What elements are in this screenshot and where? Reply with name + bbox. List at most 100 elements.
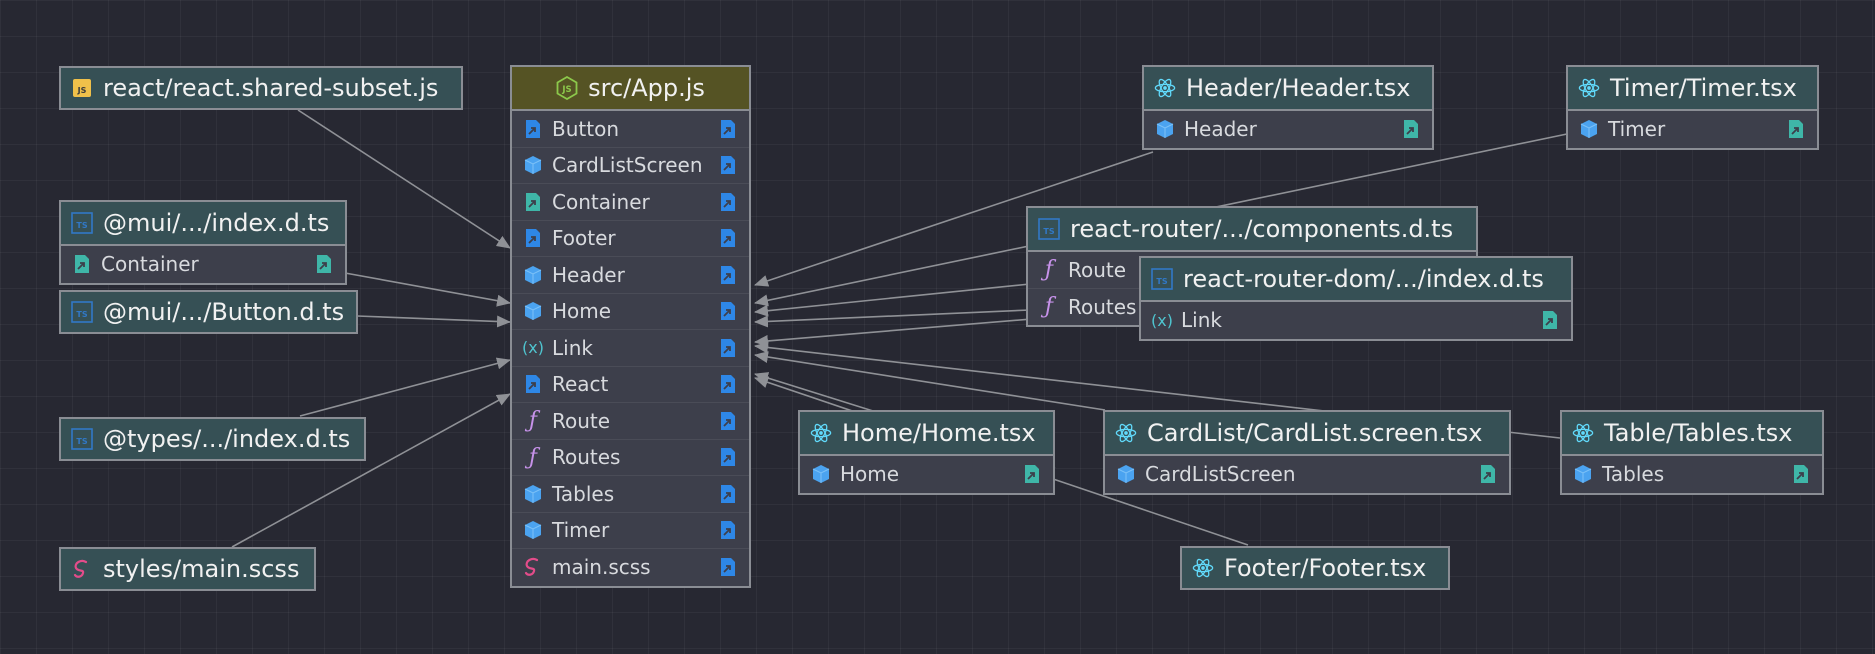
svg-text:TS: TS [1043, 227, 1054, 236]
import-label: Home [552, 299, 612, 324]
node-title: @types/.../index.d.ts [103, 425, 351, 453]
react-icon [1154, 77, 1176, 99]
node-title: @mui/.../index.d.ts [103, 209, 330, 237]
node-react-shared[interactable]: JS react/react.shared-subset.js [59, 66, 463, 110]
import-row[interactable]: React [512, 367, 749, 403]
export-row[interactable]: CardListScreen [1105, 456, 1509, 493]
export-icon [1021, 463, 1043, 485]
node-header[interactable]: Footer/Footer.tsx [1182, 548, 1448, 588]
node-styles-main[interactable]: styles/main.scss [59, 547, 316, 591]
node-title: Table/Tables.tsx [1604, 419, 1793, 447]
node-title: react-router/.../components.d.ts [1070, 215, 1454, 243]
file-import-icon [717, 264, 739, 286]
export-row[interactable]: Timer [1568, 111, 1817, 148]
file-import-icon [717, 410, 739, 432]
export-row[interactable]: Header [1144, 111, 1432, 148]
node-header[interactable]: TS @types/.../index.d.ts [61, 419, 364, 459]
component-icon [1572, 463, 1594, 485]
export-row[interactable]: ƒ Routes [1028, 289, 1476, 326]
node-types-index[interactable]: TS @types/.../index.d.ts [59, 417, 366, 461]
node-header[interactable]: Header/Header.tsx [1144, 67, 1432, 111]
export-label: Home [840, 462, 900, 487]
node-title: styles/main.scss [103, 555, 300, 583]
node-tables-file[interactable]: Table/Tables.tsx Tables [1560, 410, 1824, 495]
file-import-icon [717, 373, 739, 395]
react-icon [810, 422, 832, 444]
import-row[interactable]: Button [512, 111, 749, 148]
file-import-icon [717, 556, 739, 578]
import-label: CardListScreen [552, 153, 703, 178]
node-footer-file[interactable]: Footer/Footer.tsx [1180, 546, 1450, 590]
export-icon [1539, 309, 1561, 331]
node-header[interactable]: TS react-router/.../components.d.ts [1028, 208, 1476, 252]
node-header[interactable]: TS @mui/.../index.d.ts [61, 202, 345, 246]
node-mui-button[interactable]: TS @mui/.../Button.d.ts [59, 290, 358, 334]
node-title: react/react.shared-subset.js [103, 74, 439, 102]
export-icon [313, 253, 335, 275]
react-icon [1578, 77, 1600, 99]
export-label: Link [1181, 308, 1222, 333]
import-label: Container [552, 189, 650, 214]
node-header[interactable]: TS react-router-dom/.../index.d.ts [1141, 258, 1571, 302]
node-header[interactable]: Timer/Timer.tsx [1568, 67, 1817, 111]
import-label: Route [552, 408, 611, 433]
node-header[interactable]: Table/Tables.tsx [1562, 412, 1822, 456]
export-row[interactable]: (x) Link [1141, 302, 1571, 339]
react-icon [1115, 422, 1137, 444]
component-icon [1115, 463, 1137, 485]
node-router-dom[interactable]: TS react-router-dom/.../index.d.ts (x) L… [1139, 256, 1573, 341]
file-import-icon [522, 227, 544, 249]
export-icon [522, 191, 544, 213]
import-row[interactable]: Timer [512, 513, 749, 549]
node-timer-file[interactable]: Timer/Timer.tsx Timer [1566, 65, 1819, 150]
import-label: Header [552, 262, 625, 287]
export-icon [1400, 118, 1422, 140]
node-header[interactable]: JS react/react.shared-subset.js [61, 68, 461, 108]
node-header[interactable]: JS src/App.js [512, 67, 749, 111]
export-row[interactable]: Tables [1562, 456, 1822, 493]
component-icon [522, 264, 544, 286]
node-header[interactable]: styles/main.scss [61, 549, 314, 589]
import-row[interactable]: Home [512, 294, 749, 330]
import-row[interactable]: Footer [512, 221, 749, 257]
import-row[interactable]: Tables [512, 476, 749, 513]
export-label: Route [1068, 257, 1127, 282]
export-label: Tables [1602, 462, 1665, 487]
node-header[interactable]: TS @mui/.../Button.d.ts [61, 292, 356, 332]
node-header[interactable]: Home/Home.tsx [800, 412, 1053, 456]
component-icon [522, 154, 544, 176]
import-row[interactable]: (x)Link [512, 330, 749, 367]
import-row[interactable]: Container [512, 184, 749, 221]
file-import-icon [717, 337, 739, 359]
export-label: Timer [1608, 117, 1666, 142]
component-icon [1578, 118, 1600, 140]
import-label: main.scss [552, 555, 651, 580]
node-cardlist-file[interactable]: CardList/CardList.screen.tsx CardListScr… [1103, 410, 1511, 495]
export-row[interactable]: Home [800, 456, 1053, 493]
node-header-file[interactable]: Header/Header.tsx Header [1142, 65, 1434, 150]
js-file-icon: JS [71, 77, 93, 99]
export-row[interactable]: Container [61, 246, 345, 283]
export-icon [1785, 118, 1807, 140]
import-label: React [552, 372, 609, 397]
component-icon [810, 463, 832, 485]
node-home-file[interactable]: Home/Home.tsx Home [798, 410, 1055, 495]
component-icon [1154, 118, 1176, 140]
file-import-icon [717, 446, 739, 468]
file-import-icon [717, 483, 739, 505]
edge-types-react [299, 357, 511, 417]
ts-file-icon: TS [71, 428, 93, 450]
import-row[interactable]: main.scss [512, 549, 749, 586]
react-icon [1572, 422, 1594, 444]
node-mui-index[interactable]: TS @mui/.../index.d.ts Container [59, 200, 347, 285]
node-header[interactable]: CardList/CardList.screen.tsx [1105, 412, 1509, 456]
node-title: src/App.js [588, 74, 705, 102]
import-row[interactable]: CardListScreen [512, 148, 749, 184]
nodejs-icon: JS [556, 76, 578, 100]
react-icon [1192, 557, 1214, 579]
function-icon: ƒ [1044, 294, 1054, 320]
import-row[interactable]: Header [512, 257, 749, 294]
